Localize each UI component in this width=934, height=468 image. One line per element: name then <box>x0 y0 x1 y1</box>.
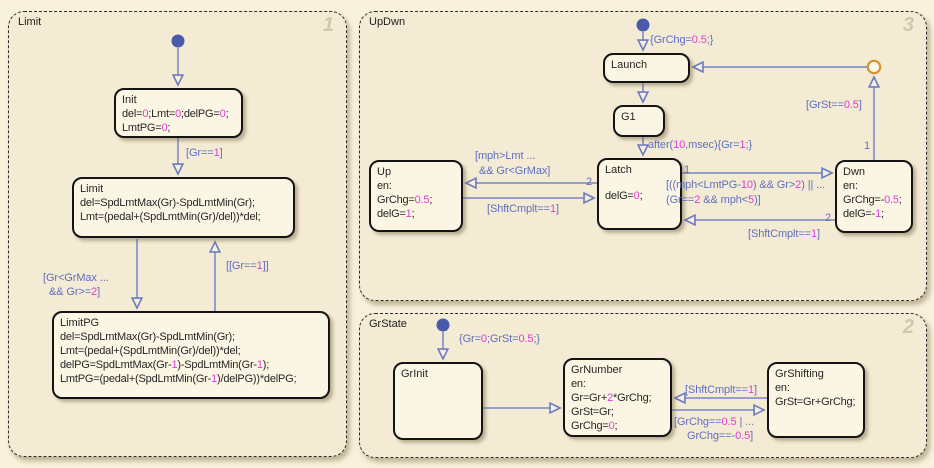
label-grnumber-to-grshifting-guard-1[interactable]: [GrChg==0.5 | ... <box>674 416 755 428</box>
state-dwn-line: en: <box>843 180 858 192</box>
state-grshifting-line: GrSt=Gr+GrChg; <box>775 396 856 408</box>
state-limitpg-line: Lmt=(pedal+(SpdLmtMin(Gr)/del))*del; <box>60 345 241 357</box>
state-dwn[interactable]: Dwn en: GrChg=-0.5; delG=-1; <box>835 160 913 233</box>
label-up-to-latch-guard[interactable]: [ShftCmplt==1] <box>487 203 559 215</box>
label-latch-to-up-guard-2[interactable]: && Gr<GrMax] <box>479 165 551 177</box>
label-limit-to-limitpg-guard-1[interactable]: [Gr<GrMax ... <box>43 272 109 284</box>
state-up-line: delG=1; <box>377 208 415 220</box>
state-limitpg-line: del=SpdLmtMax(Gr)-SpdLmtMin(Gr); <box>60 331 235 343</box>
state-launch-title: Launch <box>611 59 648 71</box>
order-number-latch-to-up: 2 <box>586 176 593 188</box>
state-up-line: GrChg=0.5; <box>377 194 433 206</box>
label-latch-to-up-guard-1[interactable]: [mph>Lmt ... <box>475 150 536 162</box>
state-latch-line: delG=0; <box>605 190 643 202</box>
state-init-line: LmtPG=0; <box>122 122 171 134</box>
label-dwn-to-latch-guard[interactable]: [ShftCmplt==1] <box>748 228 820 240</box>
state-limit-title: Limit <box>80 183 104 195</box>
state-up-title: Up <box>377 166 392 178</box>
state-grshifting-line: en: <box>775 382 790 394</box>
state-grshifting-title: GrShifting <box>775 368 824 380</box>
state-limit-line: del=SpdLmtMax(Gr)-SpdLmtMin(Gr); <box>80 197 255 209</box>
label-latch-to-dwn-guard-2[interactable]: (Gr==2 && mph<5)] <box>666 194 761 206</box>
state-latch[interactable]: Latch delG=0; <box>597 158 682 230</box>
state-up-line: en: <box>377 180 392 192</box>
order-number-dwn-to-junction: 1 <box>864 140 871 152</box>
label-updwn-entry-action[interactable]: {GrChg=0.5;} <box>650 34 714 46</box>
region-updwn-order-badge: 3 <box>902 14 914 36</box>
region-updwn-label: UpDwn <box>369 16 406 28</box>
state-limitpg[interactable]: LimitPG del=SpdLmtMax(Gr)-SpdLmtMin(Gr);… <box>52 311 330 399</box>
state-limitpg-title: LimitPG <box>60 317 100 329</box>
label-grshifting-to-grnumber-guard[interactable]: [ShftCmplt==1] <box>685 384 757 396</box>
region-limit-order-badge: 1 <box>322 14 334 36</box>
order-number-latch-to-dwn: 1 <box>684 164 691 176</box>
region-grstate-label: GrState <box>369 318 407 330</box>
region-grstate-order-badge: 2 <box>902 316 914 338</box>
state-dwn-title: Dwn <box>843 166 866 178</box>
state-grinit[interactable]: GrInit <box>393 362 483 440</box>
state-grnumber-line: Gr=Gr+2*GrChg; <box>571 392 652 404</box>
label-after-temporal[interactable]: after(10,msec){Gr=1;} <box>648 139 753 151</box>
state-limitpg-line: delPG=SpdLmtMax(Gr-1)-SpdLmtMin(Gr-1); <box>60 359 270 371</box>
label-limitpg-to-limit-guard[interactable]: [[Gr==1]] <box>226 260 269 272</box>
state-limit-line: Lmt=(pedal+(SpdLmtMin(Gr)/del))*del; <box>80 211 261 223</box>
label-init-to-limit-guard[interactable]: [Gr==1] <box>186 147 223 159</box>
state-grnumber-line: en: <box>571 378 586 390</box>
label-dwn-to-junction-guard[interactable]: [GrSt==0.5] <box>806 99 862 111</box>
label-limit-to-limitpg-guard-2[interactable]: && Gr>=2] <box>49 286 101 298</box>
order-number-dwn-to-latch: 2 <box>825 212 832 224</box>
state-grnumber[interactable]: GrNumber en: Gr=Gr+2*GrChg; GrSt=Gr; GrC… <box>563 358 672 437</box>
state-g1[interactable]: G1 <box>613 105 665 137</box>
state-up[interactable]: Up en: GrChg=0.5; delG=1; <box>369 160 463 232</box>
state-limit[interactable]: Limit del=SpdLmtMax(Gr)-SpdLmtMin(Gr); L… <box>72 177 295 238</box>
region-limit-label: Limit <box>18 16 42 28</box>
state-init-line: del=0;Lmt=0;delPG=0; <box>122 108 229 120</box>
state-dwn-line: delG=-1; <box>843 208 884 220</box>
state-grnumber-line: GrChg=0; <box>571 420 618 432</box>
state-grinit-title: GrInit <box>401 368 428 380</box>
state-grshifting[interactable]: GrShifting en: GrSt=Gr+GrChg; <box>767 362 865 438</box>
state-init-title: Init <box>122 94 137 106</box>
state-init[interactable]: Init del=0;Lmt=0;delPG=0; LmtPG=0; <box>114 88 243 138</box>
label-latch-to-dwn-guard-1[interactable]: [((mph<LmtPG-10) && Gr>2) || ... <box>666 179 826 191</box>
state-dwn-line: GrChg=-0.5; <box>843 194 902 206</box>
state-launch[interactable]: Launch <box>603 53 690 83</box>
label-grnumber-to-grshifting-guard-2[interactable]: GrChg==-0.5] <box>687 430 754 442</box>
state-limitpg-line: LmtPG=(pedal+(SpdLmtMin(Gr-1)/delPG))*de… <box>60 373 297 385</box>
state-grnumber-title: GrNumber <box>571 364 623 376</box>
state-latch-title: Latch <box>605 164 632 176</box>
state-grnumber-line: GrSt=Gr; <box>571 406 614 418</box>
state-g1-title: G1 <box>621 111 636 123</box>
label-grstate-entry-action[interactable]: {Gr=0;GrSt=0.5;} <box>459 333 540 345</box>
